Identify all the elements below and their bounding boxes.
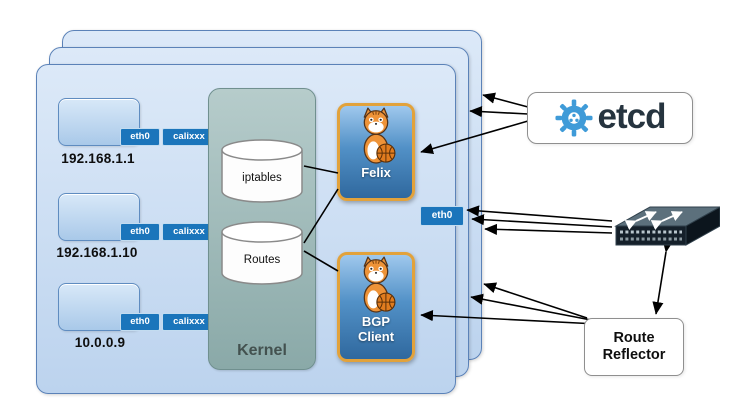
arrow-switch-route-reflector: [652, 239, 674, 315]
etcd-label: etcd: [597, 97, 667, 136]
iptables-label: iptables: [242, 172, 282, 184]
arrow-rr-bgp-back: [483, 282, 588, 319]
workload2-eth0-badge: eth0: [120, 223, 160, 241]
route-reflector-box: Route Reflector: [584, 318, 684, 376]
arrow-rr-bgp-mid: [470, 293, 592, 321]
workload1-ip-label: 192.168.1.1: [61, 151, 135, 166]
arrow-etcd-host3: [482, 92, 529, 108]
host-eth0-badge: eth0: [420, 206, 464, 226]
iptables-cylinder-icon: iptables: [221, 139, 303, 203]
arrow-switch-eth0-back: [484, 223, 613, 235]
workload2-ip-label: 192.168.1.10: [56, 245, 138, 260]
network-switch-icon: [614, 206, 720, 246]
felix-agent-box: Felix: [337, 103, 415, 201]
calico-cat-icon: [363, 107, 396, 164]
felix-label: Felix: [361, 165, 391, 180]
workload3-ip-label: 10.0.0.9: [74, 335, 126, 350]
calico-cat-icon: [363, 256, 396, 313]
bgp-client-label: BGP Client: [357, 314, 395, 344]
etcd-box: etcd: [527, 92, 693, 144]
arrow-switch-eth0-mid: [471, 214, 613, 228]
kernel-label: Kernel: [237, 342, 287, 359]
arrow-switch-eth0-front: [466, 205, 613, 222]
routes-cylinder-icon: Routes: [221, 221, 303, 285]
routes-label: Routes: [244, 254, 281, 266]
etcd-gear-icon: [554, 99, 593, 137]
workload1-eth0-badge: eth0: [120, 128, 160, 146]
route-reflector-label: Route Reflector: [602, 329, 666, 363]
bgp-client-agent-box: BGP Client: [337, 252, 415, 362]
workload3-eth0-badge: eth0: [120, 313, 160, 331]
